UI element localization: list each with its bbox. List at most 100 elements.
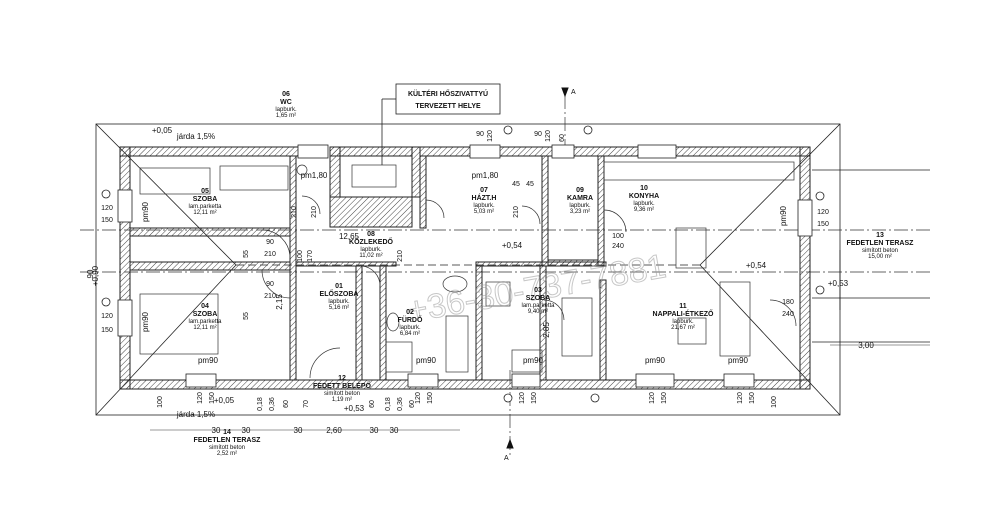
annotation-s150f: 150: [209, 392, 216, 404]
annotation-s100c: 100: [157, 396, 164, 408]
annotation-pm8: pm90: [779, 205, 788, 226]
room-13-floor: simított beton: [862, 248, 898, 254]
annotation-pm180b: pm1,80: [472, 171, 499, 180]
annotation-s120j: 120: [737, 392, 744, 404]
annotation-lv5: +0,54: [502, 241, 523, 250]
annotation-s120e: 120: [545, 130, 552, 142]
room-11-area: 21,67 m²: [671, 325, 695, 331]
annotation-d215: 2,15: [275, 294, 284, 310]
room-09-area: 3,23 m²: [570, 209, 590, 215]
room-10-number: 10: [640, 185, 648, 192]
room-06-number: 06: [282, 91, 290, 98]
annotation-pm2: pm90: [141, 311, 150, 332]
furniture: [139, 161, 795, 373]
room-06-area: 1,65 m²: [276, 113, 296, 119]
room-12-floor: simított beton: [324, 391, 360, 397]
callout-heatpump: [381, 83, 501, 165]
callout-line-1: KÜLTÉRI HŐSZIVATTYÚ: [408, 89, 488, 98]
room-05-floor: lam.parketta: [188, 204, 222, 210]
annotation-s150h: 150: [531, 392, 538, 404]
section-a-bottom: A: [504, 455, 509, 462]
dimension-lines: [150, 344, 930, 431]
annotation-d260: 2,60: [326, 426, 342, 435]
room-02-floor: lapburk.: [399, 325, 421, 331]
room-05-number: 05: [201, 188, 209, 195]
annotation-d300: 3,00: [858, 341, 874, 350]
annotation-s150c: 150: [817, 221, 829, 228]
room-01-area: 5,16 m²: [329, 305, 349, 311]
room-01-name: ELŐSZOBA: [320, 289, 359, 298]
annotation-s120b: 120: [101, 313, 113, 320]
room-07-area: 5,03 m²: [474, 209, 494, 215]
room-09-floor: lapburk.: [569, 203, 591, 209]
annotation-s210d: 210: [311, 206, 318, 218]
room-11-name: NAPPALI-ÉTKEZŐ: [653, 309, 714, 318]
annotation-texts: járda 1,5%járda 1,5%+0,05+0,05+0,53+0,53…: [86, 126, 874, 435]
room-08-area: 11,02 m²: [359, 253, 382, 259]
annotation-jarda1: járda 1,5%: [176, 132, 215, 141]
annotation-d30b: 30: [370, 426, 379, 435]
annotation-pm3: pm90: [198, 356, 219, 365]
room-08-name: KÖZLEKEDŐ: [349, 237, 394, 246]
room-12-area: 1,19 m²: [332, 397, 352, 403]
callout-line-2: TERVEZETT HELYE: [415, 103, 481, 110]
annotation-d30e: 30: [212, 426, 221, 435]
annotation-s150i: 150: [661, 392, 668, 404]
annotation-d30d: 30: [242, 426, 251, 435]
annotation-s55b: 55: [243, 312, 250, 320]
room-07-name: HÁZT.H: [472, 193, 497, 202]
annotation-s45b: 45: [526, 181, 534, 188]
room-14-name: FEDETLEN TERASZ: [194, 437, 262, 444]
section-markers: [506, 87, 569, 449]
windows: [117, 144, 813, 388]
room-05-area: 12,11 m²: [193, 210, 216, 216]
room-12-number: 12: [338, 375, 346, 382]
room-12-name: FEDETT BELÉPŐ: [313, 381, 372, 390]
annotation-s90d: 90: [534, 131, 542, 138]
exterior-walls: [119, 146, 811, 390]
room-14-floor: simított beton: [209, 445, 245, 451]
room-13-area: 15,00 m²: [868, 254, 892, 260]
annotation-pm180a: pm1,80: [301, 171, 328, 180]
room-11-number: 11: [679, 303, 687, 310]
room-01-number: 01: [335, 283, 343, 290]
annotation-lv4: +0,53: [828, 279, 849, 288]
annotation-s240b: 240: [782, 311, 794, 318]
annotation-dl90: 90: [86, 269, 95, 278]
annotation-s210c: 210: [397, 250, 404, 262]
annotation-s018a: 0,18: [257, 397, 264, 411]
room-02-area: 6,84 m²: [400, 331, 420, 337]
annotation-s90c: 90: [476, 131, 484, 138]
annotation-s120g: 120: [415, 392, 422, 404]
annotation-s60d: 60: [369, 400, 376, 408]
annotation-pm4: pm90: [416, 356, 437, 365]
annotation-d30c: 30: [390, 426, 399, 435]
annotation-s90b: 90: [266, 281, 274, 288]
annotation-s180a: 180: [782, 299, 794, 306]
annotation-s210a: 210: [264, 251, 276, 258]
room-09-name: KAMRA: [567, 195, 593, 202]
annotation-s036b: 0,36: [397, 397, 404, 411]
room-13-name: FEDETLEN TERASZ: [847, 240, 915, 247]
annotation-pm1: pm90: [141, 201, 150, 222]
annotation-pm6: pm90: [645, 356, 666, 365]
room-03-name: SZOBA: [526, 295, 551, 302]
annotation-s100d: 100: [771, 396, 778, 408]
room-05-name: SZOBA: [193, 196, 218, 203]
annotation-s120f: 120: [197, 392, 204, 404]
room-04-name: SZOBA: [193, 311, 218, 318]
annotation-s036a: 0,36: [269, 397, 276, 411]
annotation-lv3: +0,53: [344, 404, 365, 413]
annotation-s150j: 150: [749, 392, 756, 404]
room-04-floor: lam.parketta: [188, 319, 222, 325]
room-14-number: 14: [223, 429, 231, 436]
annotation-s70a: 70: [303, 400, 310, 408]
room-08-floor: lapburk.: [360, 247, 382, 253]
interior-walls: [129, 155, 607, 381]
annotation-s100a: 100: [297, 250, 304, 262]
annotation-s120a: 120: [101, 205, 113, 212]
annotation-s240a: 240: [612, 243, 624, 250]
room-14-area: 2,52 m²: [217, 451, 237, 457]
